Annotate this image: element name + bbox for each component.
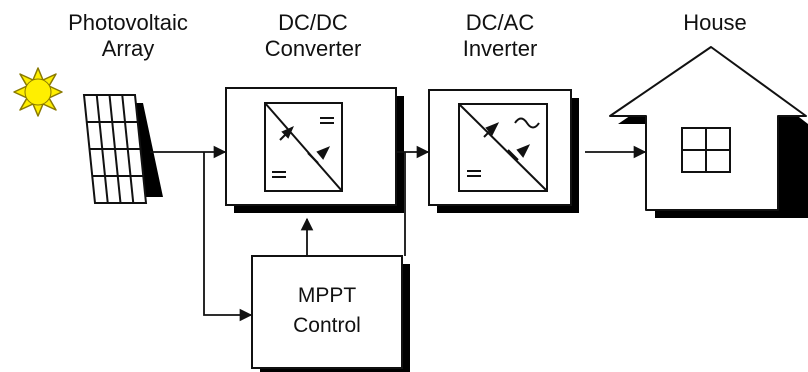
house-window-icon (681, 127, 731, 173)
dcac-inverter-block (428, 89, 579, 213)
mppt-control-title: MPPT Control (252, 281, 402, 341)
dcac-inverter-title-line2: Inverter (462, 36, 538, 61)
sun-icon (13, 67, 63, 117)
house-title: House (660, 10, 770, 36)
mppt-control-title-line1: MPPT (297, 284, 357, 307)
house-icon (609, 46, 808, 218)
pv-array-title-line2: Array (101, 36, 155, 61)
pv-array-title-line1: Photovoltaic (68, 10, 188, 35)
pv-to-mppt-arrow (203, 152, 253, 322)
pv-array-title: Photovoltaic Array (38, 10, 218, 62)
dcdc-converter-block (225, 87, 404, 213)
dcac-inverter-title: DC/AC Inverter (435, 10, 565, 62)
dcdc-converter-title-line1: DC/DC (278, 10, 348, 35)
mppt-control-title-line2: Control (293, 314, 361, 337)
dcdc-converter-title-line2: Converter (264, 36, 362, 61)
solar-panel-icon (82, 94, 163, 204)
dcac-inverter-title-line1: DC/AC (465, 10, 535, 35)
house-title-label: House (683, 10, 747, 35)
dcdc-converter-title: DC/DC Converter (233, 10, 393, 62)
dcac-inverter-symbol (458, 103, 548, 192)
mppt-control-block (251, 255, 410, 372)
connection-lines (150, 145, 647, 322)
dcdc-converter-symbol (264, 102, 343, 192)
